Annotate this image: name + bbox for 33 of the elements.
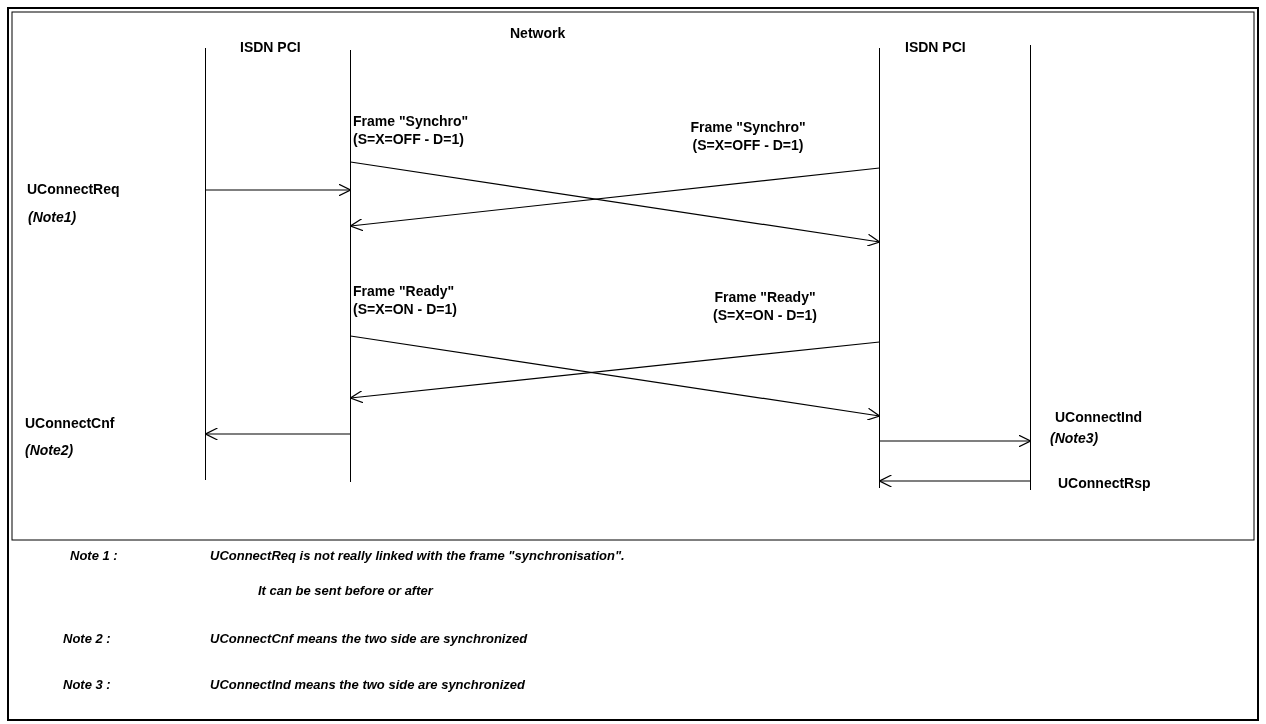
- note-text: UConnectInd means the two side are synchronized: [210, 676, 525, 694]
- arrow: [878, 434, 1032, 448]
- lifeline: [1030, 45, 1031, 490]
- arrow: [204, 183, 352, 197]
- arrow: [349, 161, 881, 247]
- edge-label: Frame "Ready" (S=X=ON - D=1): [353, 282, 458, 318]
- arrow: [349, 335, 881, 421]
- lifeline: [205, 48, 206, 480]
- note-label: Note 2 :: [63, 630, 111, 648]
- note-text: UConnectCnf means the two side are synchronized: [210, 630, 528, 648]
- edge-label: Frame "Synchro" (S=X=OFF - D=1): [689, 118, 807, 154]
- arrow: [878, 474, 1032, 488]
- lifeline: [350, 50, 351, 482]
- message-label: UConnectRsp: [1058, 474, 1151, 492]
- note-reference: (Note3): [1050, 429, 1099, 447]
- note-reference: (Note2): [25, 441, 74, 459]
- edge-label: Frame "Synchro" (S=X=OFF - D=1): [353, 112, 470, 148]
- note-label: Note 1 :: [70, 547, 118, 565]
- note-reference: (Note1): [28, 208, 77, 226]
- edge-label: Frame "Ready" (S=X=ON - D=1): [712, 288, 818, 324]
- arrow: [349, 167, 881, 232]
- lane-header: ISDN PCI: [240, 38, 301, 56]
- lane-header: Network: [510, 24, 566, 42]
- message-label: UConnectReq: [27, 180, 120, 198]
- message-label: UConnectCnf: [25, 414, 115, 432]
- message-label: UConnectInd: [1055, 408, 1143, 426]
- note-label: Note 3 :: [63, 676, 111, 694]
- lane-header: ISDN PCI: [905, 38, 966, 56]
- arrow: [204, 427, 352, 441]
- lifeline: [879, 48, 880, 488]
- note-text: It can be sent before or after: [258, 582, 433, 600]
- note-text: UConnectReq is not really linked with the frame "synchronisation".: [210, 547, 625, 565]
- arrow: [349, 341, 881, 404]
